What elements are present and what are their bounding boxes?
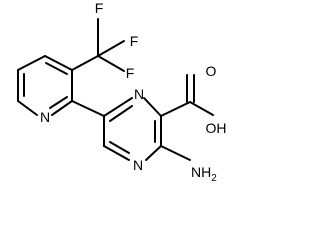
bond — [97, 40, 125, 57]
bond — [160, 101, 191, 117]
inner-double-bond — [45, 62, 68, 75]
fluorine-label: F — [95, 0, 104, 16]
bond — [103, 97, 133, 117]
bond — [17, 100, 38, 116]
bond — [103, 145, 130, 161]
trifluoromethyl-group — [71, 18, 125, 72]
carboxylic-acid-group — [160, 74, 214, 117]
pyridine-ring — [17, 55, 73, 116]
pyrazine-ring — [103, 97, 162, 161]
bond — [44, 55, 73, 71]
carbonyl-oxygen-label: O — [206, 63, 217, 79]
amino-bond — [160, 145, 191, 161]
inner-double-bond — [49, 96, 68, 109]
bond — [145, 145, 162, 161]
inner-double-bond — [109, 141, 130, 154]
pyrazine-nitrogen-label: N — [134, 86, 144, 102]
amino-subscript: 2 — [211, 173, 217, 184]
bond — [17, 55, 46, 71]
canvas-background — [0, 0, 264, 200]
pyrazine-nitrogen-label: N — [133, 157, 143, 173]
inner-double-bond — [109, 105, 133, 122]
amino-main-label: NH — [191, 164, 211, 180]
bond — [189, 101, 214, 116]
bond — [51, 100, 73, 116]
bond — [97, 55, 125, 72]
bond — [143, 97, 162, 117]
pyridine-nitrogen-label: N — [40, 109, 50, 125]
bond — [71, 55, 99, 71]
amino-label: NH2 — [191, 164, 217, 184]
biaryl-bond — [71, 100, 105, 117]
fluorine-label: F — [130, 33, 139, 49]
fluorine-label: F — [126, 65, 135, 81]
hydroxyl-label: OH — [206, 120, 227, 136]
chemical-structure-diagram: F F F N N N O OH NH2 — [0, 0, 264, 200]
